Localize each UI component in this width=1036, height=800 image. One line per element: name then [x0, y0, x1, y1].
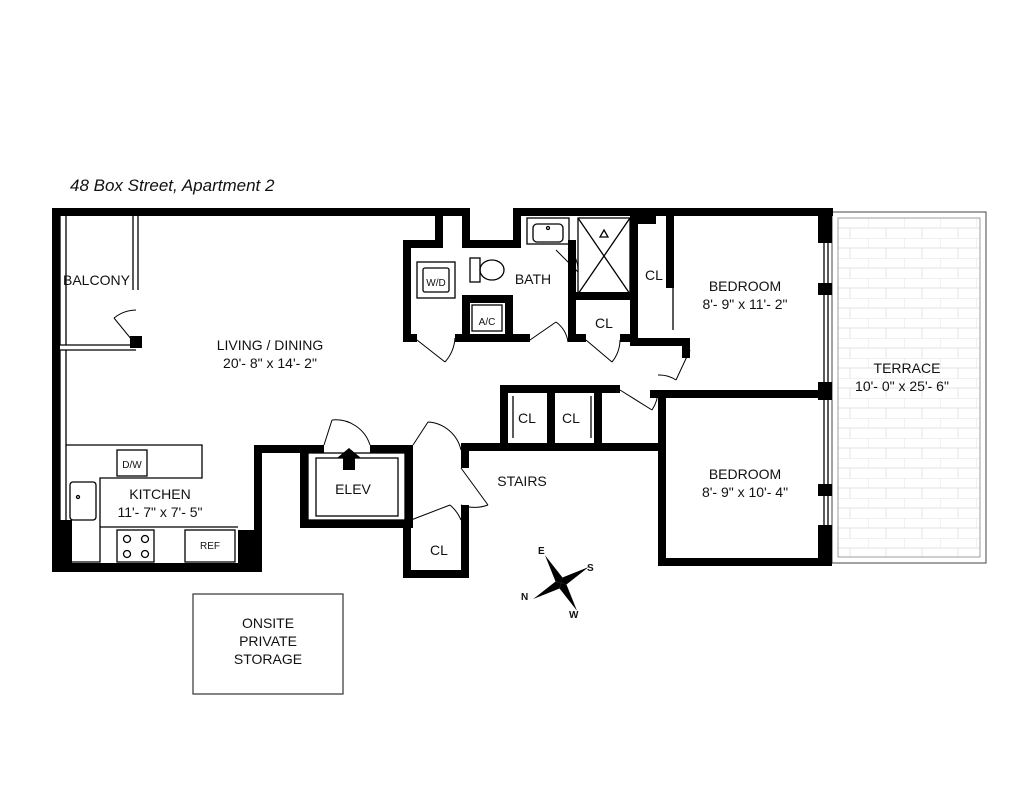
refrigerator-label: REF [200, 541, 220, 552]
bedroom1-dims: 8'- 9" x 11'- 2" [702, 296, 787, 312]
storage-line3: STORAGE [234, 651, 302, 667]
plan-title: 48 Box Street, Apartment 2 [70, 176, 275, 195]
closet-label: CL [645, 267, 663, 283]
closet-label: CL [430, 542, 448, 558]
kitchen-label: KITCHEN [129, 486, 190, 502]
compass-e: E [538, 546, 545, 557]
elevator-label: ELEV [335, 481, 371, 497]
terrace-dims: 10'- 0" x 25'- 6" [855, 378, 949, 394]
bedroom1-label: BEDROOM [709, 278, 781, 294]
walls [52, 208, 833, 578]
doors [113, 247, 691, 521]
washer-dryer-label: W/D [426, 278, 445, 289]
closet-label: CL [595, 315, 613, 331]
bedroom2-label: BEDROOM [709, 466, 781, 482]
ac-label: A/C [479, 317, 496, 328]
windows [59, 216, 829, 525]
living-dims: 20'- 8" x 14'- 2" [223, 355, 317, 371]
living-label: LIVING / DINING [217, 337, 324, 353]
dishwasher-label: D/W [122, 460, 142, 471]
storage-line1: ONSITE [242, 615, 294, 631]
closet-label: CL [562, 410, 580, 426]
compass-s: S [587, 563, 594, 574]
bath-label: BATH [515, 271, 551, 287]
bedroom2-dims: 8'- 9" x 10'- 4" [702, 484, 788, 500]
terrace [831, 211, 987, 564]
balcony-label: BALCONY [63, 272, 131, 288]
compass-w: W [569, 610, 579, 621]
stairs-label: STAIRS [497, 473, 547, 489]
bath-fixtures [416, 217, 631, 332]
terrace-label: TERRACE [874, 360, 941, 376]
compass-n: N [521, 592, 528, 603]
storage-line2: PRIVATE [239, 633, 297, 649]
kitchen-dims: 11'- 7" x 7'- 5" [117, 504, 202, 520]
elevator-arrow-icon [337, 448, 361, 470]
compass-icon [533, 555, 589, 611]
storage-box [192, 593, 344, 695]
closet-label: CL [518, 410, 536, 426]
